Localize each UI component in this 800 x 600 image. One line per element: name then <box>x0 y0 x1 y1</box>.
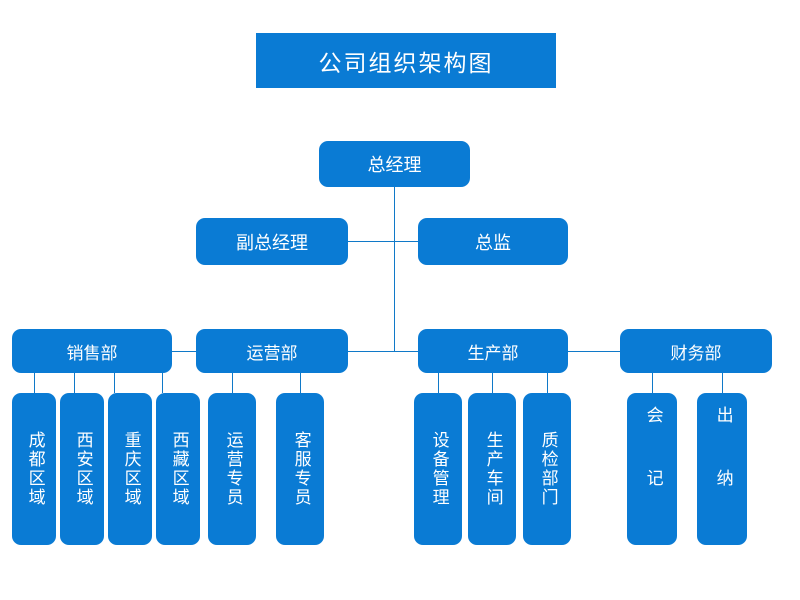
node-sales-region-chongqing[interactable]: 重庆区域 <box>108 393 152 545</box>
node-sales-region-xian[interactable]: 西安区域 <box>60 393 104 545</box>
connector-prod-leaf-3 <box>547 373 548 393</box>
connector-fin-leaf-1 <box>652 373 653 393</box>
node-deputy-general-manager[interactable]: 副总经理 <box>196 218 348 265</box>
connector-ops-leaf-1 <box>232 373 233 393</box>
connector-sales-leaf-2 <box>74 373 75 393</box>
connector-fin-leaf-2 <box>722 373 723 393</box>
node-customer-service-specialist[interactable]: 客服专员 <box>276 393 324 545</box>
connector-department-bus <box>92 351 696 352</box>
node-general-manager[interactable]: 总经理 <box>319 141 470 187</box>
node-sales-region-tibet[interactable]: 西藏区域 <box>156 393 200 545</box>
chart-title: 公司组织架构图 <box>256 33 556 88</box>
node-department-sales[interactable]: 销售部 <box>12 329 172 373</box>
node-sales-region-chengdu[interactable]: 成都区域 <box>12 393 56 545</box>
connector-prod-leaf-2 <box>492 373 493 393</box>
connector-level2-bus <box>348 241 418 242</box>
connector-ops-leaf-2 <box>300 373 301 393</box>
node-operations-specialist[interactable]: 运营专员 <box>208 393 256 545</box>
connector-prod-leaf-1 <box>438 373 439 393</box>
node-director[interactable]: 总监 <box>418 218 568 265</box>
node-quality-inspection[interactable]: 质检部门 <box>523 393 571 545</box>
node-department-operations[interactable]: 运营部 <box>196 329 348 373</box>
connector-sales-leaf-3 <box>114 373 115 393</box>
connector-sales-leaf-1 <box>34 373 35 393</box>
connector-gm-trunk <box>394 186 395 351</box>
node-equipment-management[interactable]: 设备管理 <box>414 393 462 545</box>
node-cashier[interactable]: 出纳 <box>697 393 747 545</box>
node-department-production[interactable]: 生产部 <box>418 329 568 373</box>
node-accountant[interactable]: 会记 <box>627 393 677 545</box>
node-production-workshop[interactable]: 生产车间 <box>468 393 516 545</box>
connector-sales-leaf-4 <box>162 373 163 393</box>
node-department-finance[interactable]: 财务部 <box>620 329 772 373</box>
